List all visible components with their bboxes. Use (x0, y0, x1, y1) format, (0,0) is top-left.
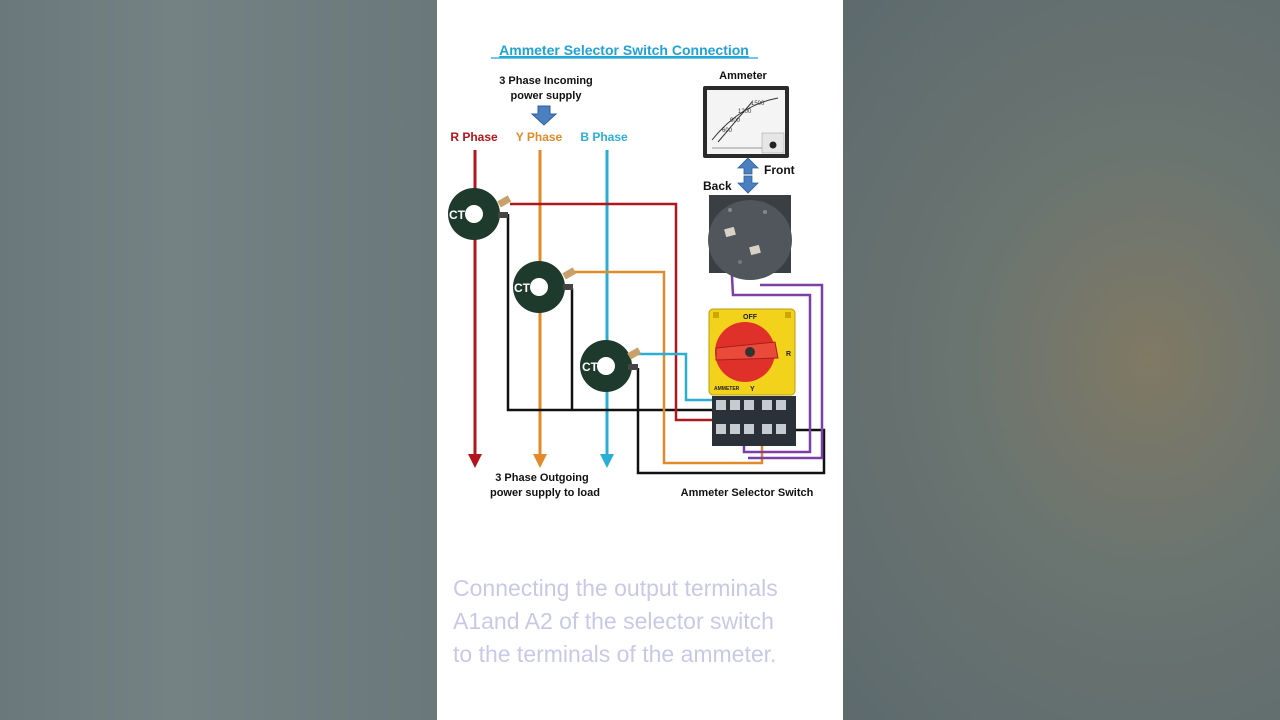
b-ct-wire (636, 352, 716, 402)
blurred-background-right (843, 0, 1280, 720)
switch-ammeter-label: AMMETER (714, 386, 740, 392)
meter-wire-a1 (728, 239, 812, 454)
meter-scale-1500: 1500 (751, 101, 765, 107)
neutral-wire-b (636, 368, 826, 475)
neutral-wire-r (506, 214, 718, 412)
outgoing-label-line1: 3 Phase Outgoing (495, 472, 589, 484)
subtitle-caption: Connecting the output terminals A1and A2… (453, 572, 833, 671)
ammeter-front-image (703, 86, 789, 158)
incoming-label-line1: 3 Phase Incoming (499, 75, 593, 87)
incoming-label-line2: power supply (511, 90, 583, 102)
ct-ring-r (448, 188, 512, 240)
caption-line-2: A1and A2 of the selector switch (453, 608, 774, 634)
switch-terminal-block (712, 396, 796, 446)
diagram-title: Ammeter Selector Switch Connection (499, 42, 749, 58)
r-ct-wire (510, 202, 716, 422)
ammeter-back-image (708, 195, 792, 280)
back-label: Back (703, 179, 732, 193)
switch-off-label: OFF (743, 314, 758, 321)
caption-line-1: Connecting the output terminals (453, 575, 778, 601)
b-phase-arrow-icon (600, 454, 614, 468)
r-phase-arrow-icon (468, 454, 482, 468)
switch-r-label: R (786, 351, 791, 358)
switch-y-label: Y (750, 386, 755, 393)
r-phase-label: R Phase (450, 130, 498, 144)
back-arrow-icon (737, 175, 759, 194)
ammeter-label: Ammeter (719, 70, 767, 82)
meter-wire-a2 (748, 283, 824, 460)
ct-ring-y (513, 261, 577, 313)
y-ct-wire (572, 270, 764, 465)
switch-label: Ammeter Selector Switch (681, 487, 814, 499)
meter-scale-900: 900 (730, 118, 741, 124)
ct-label-b: CT (582, 360, 599, 374)
b-phase-label: B Phase (580, 130, 628, 144)
ct-ring-b (580, 340, 642, 392)
ct-label-r: CT (449, 208, 466, 222)
incoming-arrow-icon (530, 105, 558, 126)
outgoing-label-line2: power supply to load (490, 487, 600, 499)
meter-scale-600: 600 (722, 128, 733, 134)
front-label: Front (764, 163, 795, 177)
y-phase-label: Y Phase (516, 130, 563, 144)
y-phase-arrow-icon (533, 454, 547, 468)
caption-line-3: to the terminals of the ammeter. (453, 641, 777, 667)
selector-switch-image (708, 308, 796, 396)
meter-scale-1200: 1200 (738, 109, 752, 115)
ct-label-y: CT (514, 281, 531, 295)
blurred-background-left (0, 0, 437, 720)
front-arrow-icon (737, 157, 759, 175)
